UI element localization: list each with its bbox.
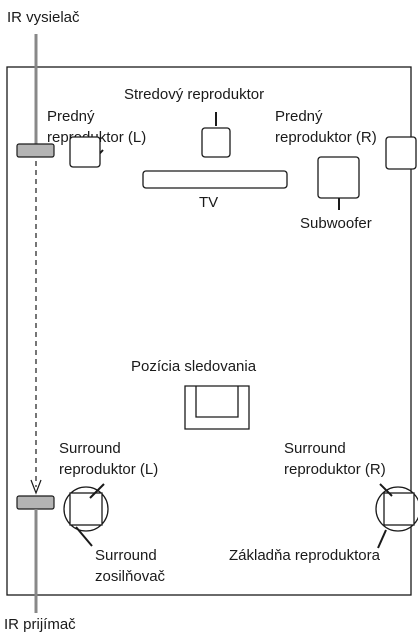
front-right-speaker [385,136,417,170]
front-left-label-line1: Predný [47,108,95,125]
surround-right-speaker [383,492,415,526]
speaker-stand-label: Základňa reproduktora [229,547,381,564]
surround-left-label-line1: Surround [59,440,121,457]
listening-sofa [184,385,250,430]
center-speaker [201,127,231,158]
tv-label: TV [199,194,218,211]
front-right-label-line2: reproduktor (R) [275,129,377,146]
subwoofer-label: Subwoofer [300,215,372,232]
surround-right-leader [379,483,393,497]
ir-transmitter-device [16,143,55,158]
surround-left-speaker [69,492,103,526]
subwoofer [317,156,360,199]
center-speaker-label: Stredový reproduktor [124,86,264,103]
surround-left-leader [89,483,105,499]
surround-left-label-line2: reproduktor (L) [59,461,158,478]
listening-position-label: Pozícia sledovania [131,358,257,375]
surround-amp-label-line2: zosilňovač [95,568,166,585]
ir-signal-arrowhead [30,479,42,495]
front-right-label-line1: Predný [275,108,323,125]
ir-receiver-label: IR prijímač [4,616,76,633]
speaker-stand-leader [377,529,387,549]
room-outline [6,66,412,596]
surround-amp-leader [75,526,93,547]
ir-transmitter-label: IR vysielač [7,9,80,26]
ir-receiver-device [16,495,55,510]
surround-amp-label-line1: Surround [95,547,157,564]
surround-right-label-line1: Surround [284,440,346,457]
tv-screen [142,170,288,189]
surround-right-label-line2: reproduktor (R) [284,461,386,478]
front-left-speaker [69,136,101,168]
